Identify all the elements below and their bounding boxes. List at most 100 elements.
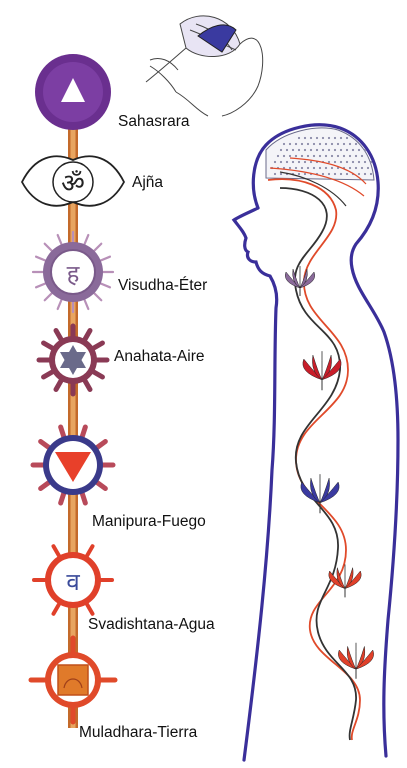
brain-dot bbox=[322, 173, 324, 175]
brain-dot bbox=[301, 167, 303, 169]
brain-dot bbox=[343, 143, 345, 145]
lotus-red bbox=[303, 351, 341, 390]
lotus-sketch bbox=[146, 16, 263, 116]
brain-dot bbox=[349, 167, 351, 169]
brain-dot bbox=[301, 143, 303, 145]
brain-dot bbox=[319, 167, 321, 169]
brain-dot bbox=[346, 149, 348, 151]
brain-dot bbox=[340, 161, 342, 163]
brain-dot bbox=[358, 173, 360, 175]
lotus-violet bbox=[285, 266, 314, 296]
brain-dot bbox=[352, 161, 354, 163]
brain-dot bbox=[370, 173, 372, 175]
brain-dot bbox=[316, 137, 318, 139]
brain-dot bbox=[304, 173, 306, 175]
brain-dot bbox=[307, 167, 309, 169]
label-muladhara: Muladhara-Tierra bbox=[79, 725, 197, 741]
svadishtana-chakra: व bbox=[34, 546, 112, 614]
brain-dot bbox=[349, 155, 351, 157]
brain-dot bbox=[337, 143, 339, 145]
brain-dot bbox=[349, 143, 351, 145]
om-icon: ॐ bbox=[61, 169, 85, 199]
brain-dot bbox=[325, 155, 327, 157]
label-sahasrara: Sahasrara bbox=[118, 114, 190, 130]
brain-dot bbox=[304, 137, 306, 139]
brain-dot bbox=[364, 173, 366, 175]
brain-dot bbox=[361, 167, 363, 169]
brain-dot bbox=[334, 149, 336, 151]
brain-dot bbox=[334, 161, 336, 163]
brain-dot bbox=[346, 173, 348, 175]
brain-dot bbox=[322, 137, 324, 139]
brain-dot bbox=[322, 149, 324, 151]
brain-dot bbox=[319, 143, 321, 145]
brain-dot bbox=[331, 143, 333, 145]
human-body-outline bbox=[234, 125, 398, 760]
vam-icon: व bbox=[66, 568, 80, 596]
label-manipura: Manipura-Fuego bbox=[92, 514, 206, 530]
brain-dot bbox=[292, 161, 294, 163]
brain-dot bbox=[295, 143, 297, 145]
brain-dot bbox=[346, 161, 348, 163]
brain-dot bbox=[370, 161, 372, 163]
brain-dot bbox=[358, 149, 360, 151]
lotus-blue bbox=[301, 474, 339, 513]
brain-dot bbox=[346, 137, 348, 139]
brain-dot bbox=[283, 143, 285, 145]
brain-dot bbox=[298, 149, 300, 151]
label-anahata: Anahata-Aire bbox=[114, 349, 204, 365]
brain-dot bbox=[343, 155, 345, 157]
visudha-chakra: ह bbox=[33, 232, 113, 312]
brain-dot bbox=[298, 161, 300, 163]
brain-dot bbox=[313, 155, 315, 157]
brain-dot bbox=[283, 155, 285, 157]
brain-dot bbox=[328, 149, 330, 151]
brain-dot bbox=[364, 161, 366, 163]
brain-dot bbox=[337, 155, 339, 157]
label-aja: Ajña bbox=[132, 175, 163, 191]
sahasrara-chakra bbox=[35, 54, 111, 130]
brain-dot bbox=[340, 149, 342, 151]
brain-dot bbox=[277, 155, 279, 157]
brain-dot bbox=[325, 167, 327, 169]
brain-dot bbox=[280, 149, 282, 151]
lotus-orange-lower bbox=[338, 643, 373, 679]
brain-dot bbox=[361, 155, 363, 157]
brain-dot bbox=[358, 161, 360, 163]
ajna-chakra: ॐ bbox=[22, 156, 124, 205]
brain-dot bbox=[307, 143, 309, 145]
anahata-chakra bbox=[39, 326, 107, 394]
brain-dot bbox=[289, 167, 291, 169]
brain-dot bbox=[286, 161, 288, 163]
brain-dot bbox=[334, 137, 336, 139]
brain-dot bbox=[355, 143, 357, 145]
brain-dot bbox=[304, 149, 306, 151]
brain-dot bbox=[367, 167, 369, 169]
brain-dot bbox=[307, 155, 309, 157]
brain-dot bbox=[355, 167, 357, 169]
brain-dot bbox=[274, 173, 276, 175]
brain-dot bbox=[313, 143, 315, 145]
brain-dot bbox=[310, 137, 312, 139]
brain-dot bbox=[355, 155, 357, 157]
brain-dot bbox=[295, 167, 297, 169]
brain-dot bbox=[295, 155, 297, 157]
brain-dot bbox=[274, 161, 276, 163]
brain-dot bbox=[319, 155, 321, 157]
label-svadishtana: Svadishtana-Agua bbox=[88, 617, 215, 633]
brain-dot bbox=[292, 149, 294, 151]
brain-dot bbox=[340, 137, 342, 139]
brain-dot bbox=[289, 143, 291, 145]
brain-dot bbox=[301, 155, 303, 157]
brain-dot bbox=[334, 173, 336, 175]
brain-dot bbox=[286, 149, 288, 151]
brain-dot bbox=[298, 173, 300, 175]
brain-dot bbox=[280, 161, 282, 163]
brain-dot bbox=[298, 137, 300, 139]
brain-dot bbox=[328, 137, 330, 139]
manipura-chakra bbox=[33, 427, 113, 503]
brain-dot bbox=[325, 143, 327, 145]
brain-dot bbox=[280, 173, 282, 175]
ham-icon: ह bbox=[67, 260, 81, 288]
